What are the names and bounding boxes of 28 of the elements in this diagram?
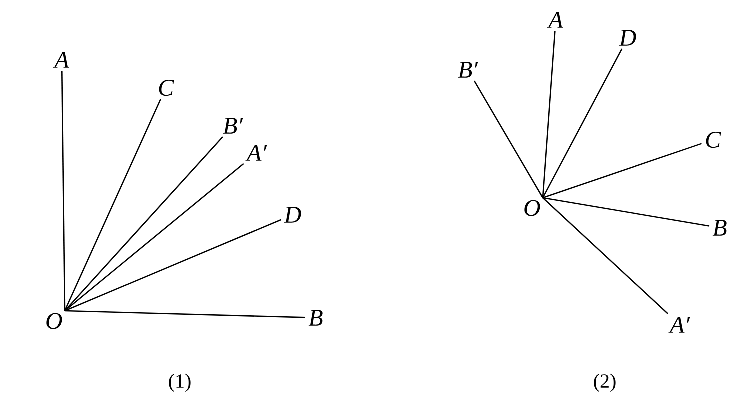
ray: [542, 48, 623, 198]
ray: [542, 143, 702, 199]
ray: [64, 219, 282, 312]
ray: [64, 163, 244, 312]
point-label: A: [547, 12, 564, 28]
figure-number: (1): [169, 374, 191, 392]
ray: [64, 99, 162, 312]
point-label: A: [53, 52, 70, 68]
point-label: D: [619, 30, 636, 46]
ray: [64, 136, 224, 312]
ray: [62, 71, 66, 312]
ray: [542, 198, 668, 314]
ray: [542, 31, 556, 198]
ray: [474, 80, 544, 198]
point-label: A′: [246, 145, 268, 161]
figure-number: (2): [594, 374, 616, 392]
point-label: O: [46, 313, 62, 330]
point-label: A′: [668, 317, 690, 333]
ray: [64, 310, 306, 318]
point-label: O: [524, 200, 540, 216]
point-label: B′: [223, 118, 244, 134]
point-label: C: [706, 132, 722, 148]
point-label: B: [308, 310, 323, 326]
ray: [542, 197, 710, 227]
point-label: B: [712, 220, 727, 236]
point-label: B′: [458, 62, 478, 78]
point-label: C: [159, 80, 174, 96]
point-label: D: [284, 207, 302, 223]
